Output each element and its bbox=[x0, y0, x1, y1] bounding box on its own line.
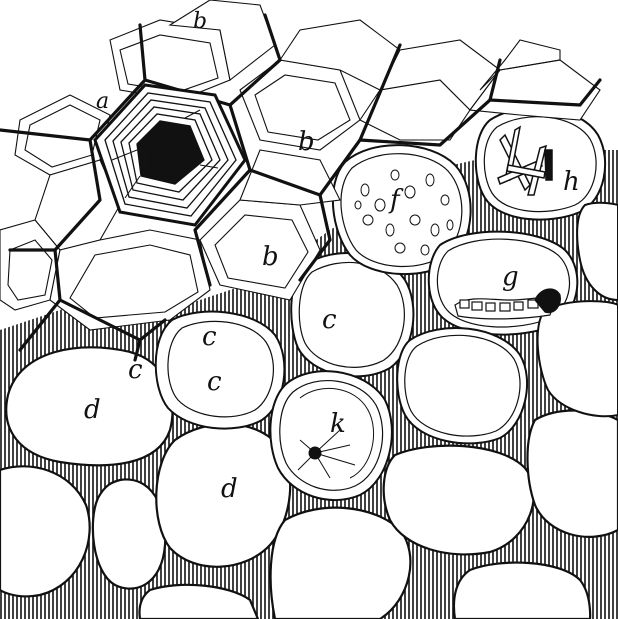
cell-mid-right-1 bbox=[397, 328, 527, 443]
label-d-center: d bbox=[221, 474, 238, 504]
label-c-left: c bbox=[128, 355, 143, 385]
label-h: h bbox=[563, 167, 580, 197]
label-k: k bbox=[330, 409, 346, 439]
label-c-cell1: c bbox=[202, 322, 217, 352]
label-c-cell2: c bbox=[207, 367, 222, 397]
cell-bottom-mid bbox=[271, 508, 411, 619]
label-g: g bbox=[502, 262, 519, 292]
cell-a-layered bbox=[95, 85, 245, 225]
label-c-right: c bbox=[322, 305, 337, 335]
label-a: a bbox=[96, 89, 109, 114]
cell-small-oval bbox=[93, 479, 165, 588]
label-b-low: b bbox=[262, 242, 279, 272]
label-d-left: d bbox=[84, 395, 101, 425]
label-b-mid: b bbox=[298, 127, 315, 157]
cell-bottom-right-1 bbox=[384, 446, 534, 555]
label-b-top: b bbox=[193, 9, 207, 34]
